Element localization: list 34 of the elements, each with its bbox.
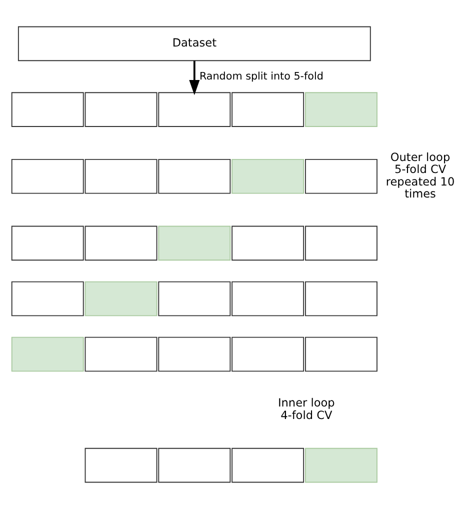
node-box bbox=[158, 336, 231, 372]
node-box bbox=[304, 336, 378, 372]
node-box bbox=[11, 92, 84, 126]
node-box bbox=[11, 336, 84, 372]
node-box bbox=[232, 447, 304, 482]
node-box bbox=[158, 158, 231, 194]
arrow bbox=[189, 60, 200, 95]
node-box bbox=[11, 280, 84, 316]
node-box bbox=[232, 225, 304, 260]
node-box bbox=[84, 280, 158, 316]
node-box bbox=[232, 280, 304, 316]
node-box bbox=[304, 447, 378, 482]
node-box: Dataset bbox=[18, 26, 371, 61]
edge-label: Random split into 5-fold bbox=[199, 70, 324, 82]
node-box bbox=[232, 92, 304, 126]
node-box bbox=[232, 336, 304, 372]
node-box bbox=[304, 225, 378, 260]
node-box bbox=[158, 280, 231, 316]
label: Outer loop 5-fold CV repeated 10 times bbox=[386, 150, 455, 200]
node-box bbox=[158, 447, 231, 482]
node-box bbox=[232, 158, 304, 194]
node-box bbox=[11, 225, 84, 260]
node-box bbox=[84, 225, 158, 260]
node-box bbox=[304, 158, 378, 194]
node-box bbox=[158, 225, 231, 260]
node-box bbox=[158, 92, 231, 126]
label: Inner loop 4-fold CV bbox=[278, 396, 335, 422]
node-box bbox=[84, 158, 158, 194]
node-box bbox=[84, 447, 158, 482]
node-box bbox=[11, 158, 84, 194]
node-box bbox=[84, 92, 158, 126]
node-box bbox=[304, 280, 378, 316]
node-box bbox=[84, 336, 158, 372]
node-box bbox=[304, 92, 378, 126]
